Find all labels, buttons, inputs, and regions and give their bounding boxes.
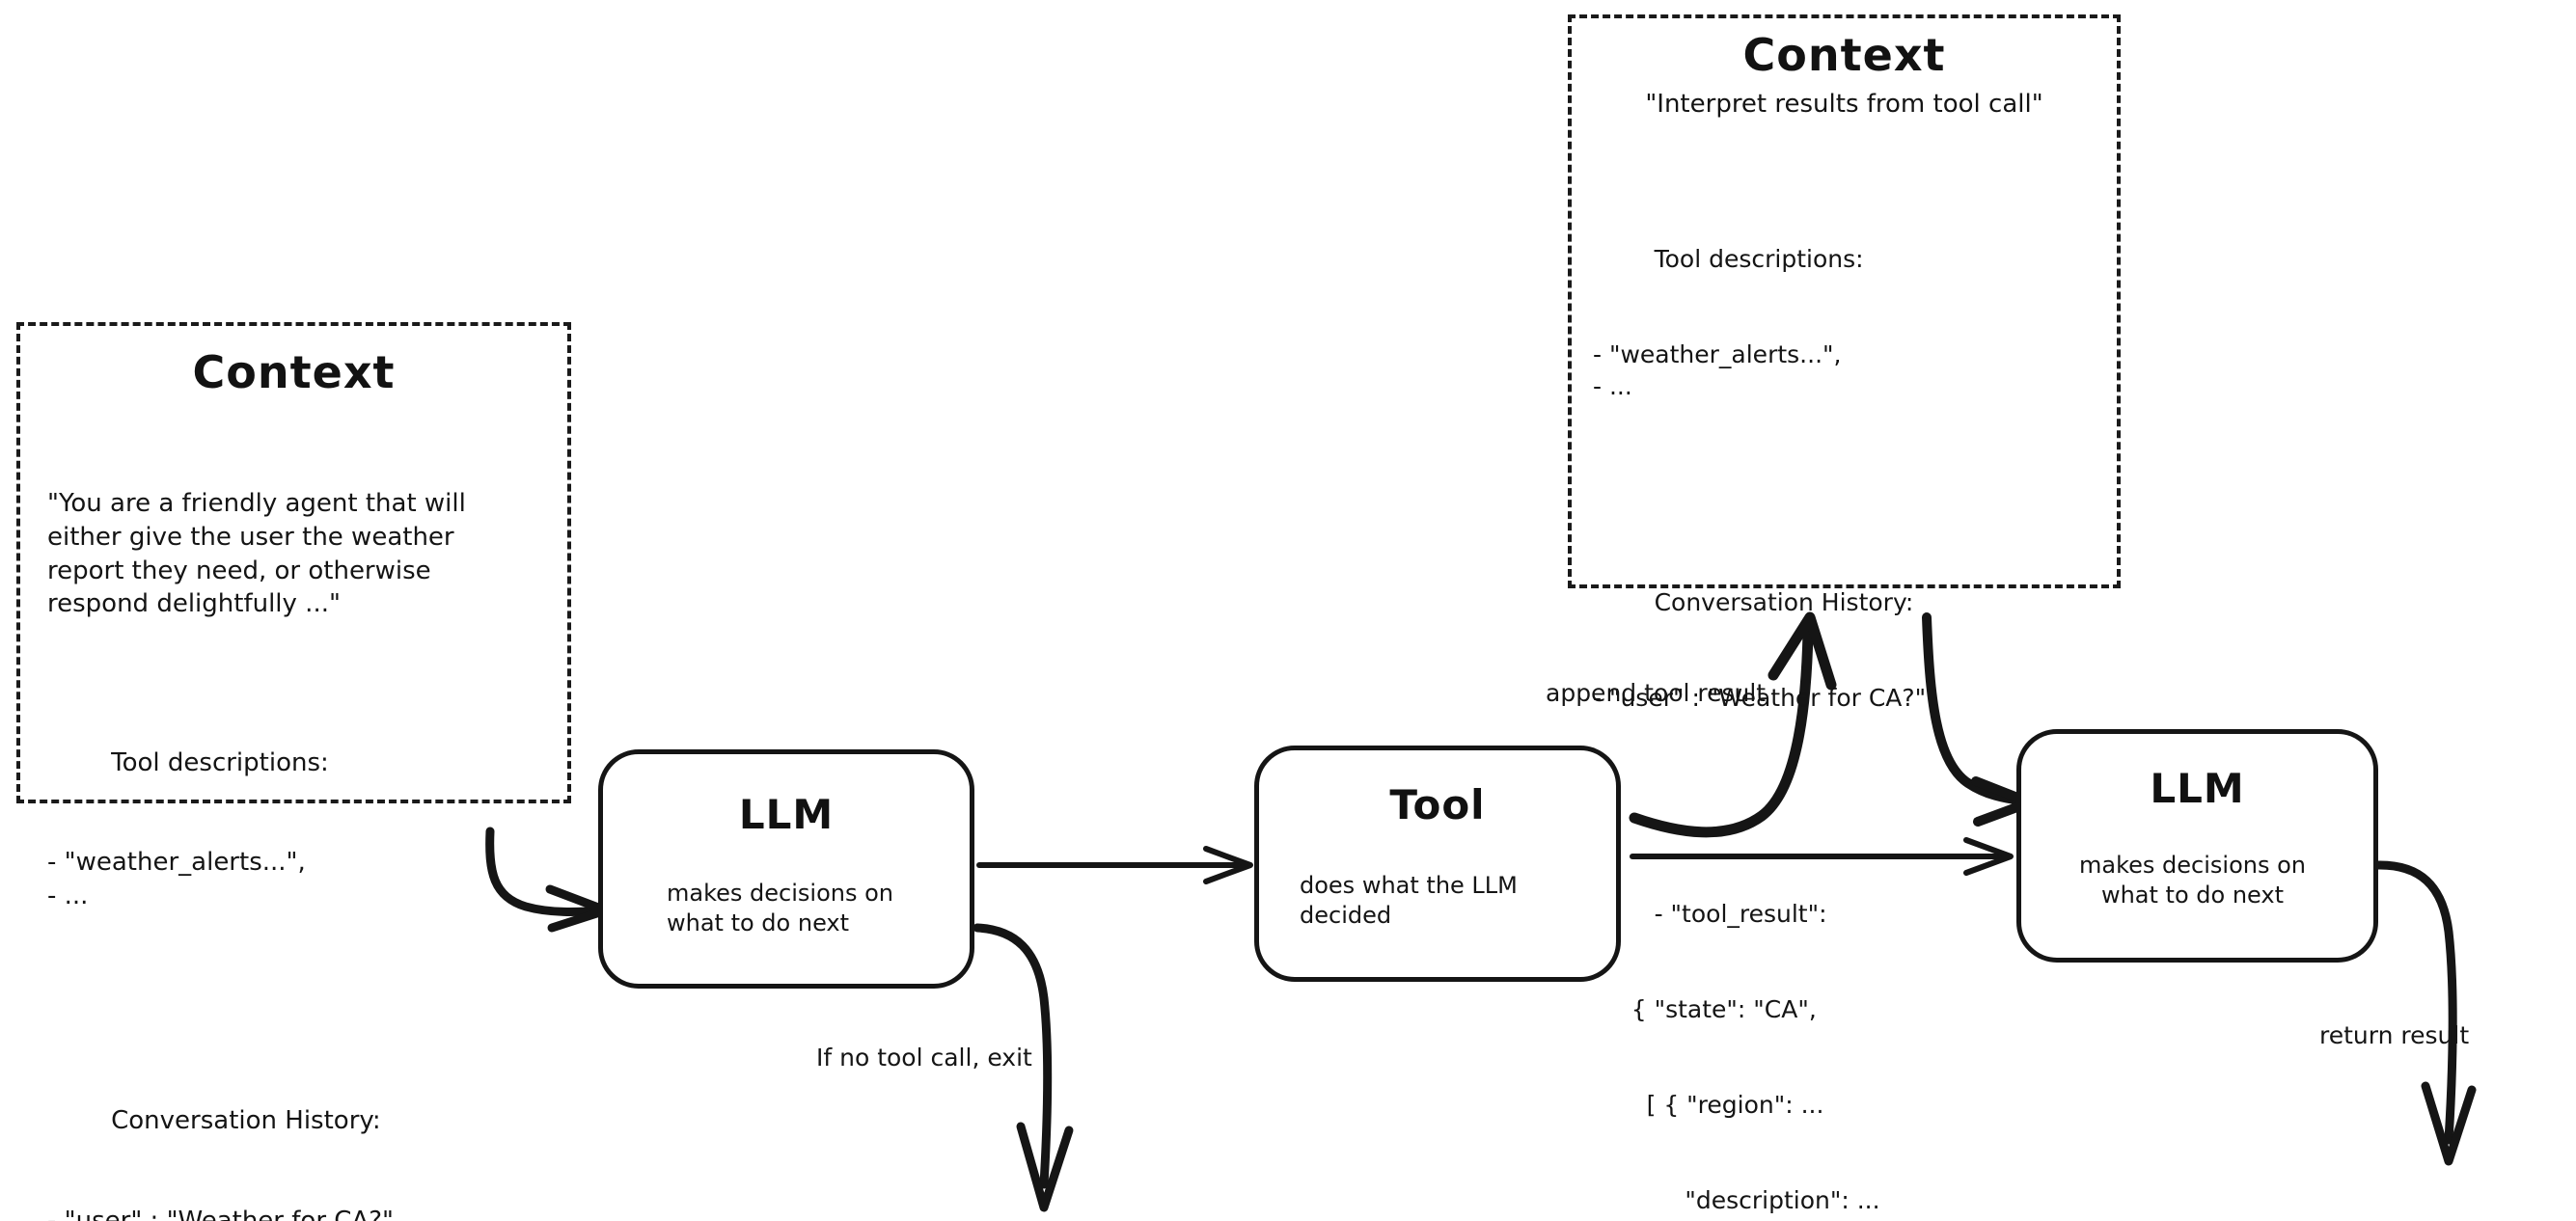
- node-llm-first-title: LLM: [738, 791, 835, 838]
- context-panel-initial-title: Context: [192, 346, 396, 398]
- context-panel-after-tool-title: Context: [1742, 29, 1946, 81]
- node-llm-second-subtitle: makes decisions on what to do next: [2079, 852, 2306, 909]
- edge-llm2-return: [2372, 860, 2457, 1145]
- conversation-history-items: - "user" : "Weather for CA?": [47, 1205, 540, 1221]
- conversation-history-user-2: - "user" : "Weather for CA?": [1593, 684, 1927, 713]
- context-panel-initial-body: "You are a friendly agent that will eith…: [47, 421, 540, 1221]
- system-prompt-text: "You are a friendly agent that will eith…: [47, 489, 466, 619]
- edge-llm1-exit-head: [1016, 1122, 1074, 1212]
- tool-descriptions-block: Tool descriptions: - "weather_alerts..."…: [47, 713, 540, 980]
- node-tool-subtitle: does what the LLM decided: [1300, 872, 1518, 929]
- node-llm-first-subtitle: makes decisions on what to do next: [667, 880, 893, 936]
- context-panel-after-tool-body: Tool descriptions: - "weather_alerts..."…: [1593, 148, 2096, 1221]
- tool-result-line-3: "description": ...: [1593, 1186, 1880, 1215]
- node-tool[interactable]: Tool does what the LLM decided: [1254, 746, 1621, 982]
- interpret-results-prompt: "Interpret results from tool call": [1645, 90, 2043, 120]
- conversation-history-heading: Conversation History:: [111, 1106, 381, 1136]
- conversation-history-heading-2: Conversation History:: [1654, 588, 1914, 617]
- tool-result-line-1: { "state": "CA",: [1593, 995, 1817, 1024]
- tool-descriptions-block-2: Tool descriptions: - "weather_alerts..."…: [1593, 211, 2096, 466]
- tool-result-line-2: [ { "region": ...: [1593, 1091, 1824, 1120]
- conversation-history-block: Conversation History: - "user" : "Weathe…: [47, 1072, 540, 1221]
- tool-result-block: - "tool_result": { "state": "CA", [ { "r…: [1593, 866, 2096, 1221]
- node-llm-first[interactable]: LLM makes decisions on what to do next: [598, 749, 974, 989]
- edge-label-exit: If no tool call, exit: [816, 1044, 1032, 1072]
- node-llm-second[interactable]: LLM makes decisions on what to do next: [2016, 729, 2378, 963]
- tool-descriptions-items-2: - "weather_alerts...", - ...: [1593, 340, 1842, 401]
- edge-llm2-return-head: [2421, 1081, 2477, 1166]
- edge-llm1-to-tool-head: [1203, 846, 1253, 884]
- context-panel-after-tool: Context "Interpret results from tool cal…: [1568, 14, 2121, 1214]
- edge-label-append-tool-result: append tool result: [1546, 679, 1767, 707]
- tool-descriptions-heading: Tool descriptions:: [111, 747, 329, 777]
- node-tool-title: Tool: [1389, 781, 1486, 828]
- context-panel-initial: Context "You are a friendly agent that w…: [16, 322, 571, 1221]
- tool-descriptions-items: - "weather_alerts...", - ...: [47, 848, 306, 910]
- edge-label-return-result: return result: [2319, 1021, 2470, 1049]
- tool-result-label: - "tool_result":: [1654, 900, 1827, 929]
- node-llm-second-title: LLM: [2150, 765, 2245, 812]
- tool-descriptions-heading-2: Tool descriptions:: [1654, 245, 1864, 274]
- conversation-history-block-2: Conversation History: - "user" : "Weathe…: [1593, 555, 2096, 777]
